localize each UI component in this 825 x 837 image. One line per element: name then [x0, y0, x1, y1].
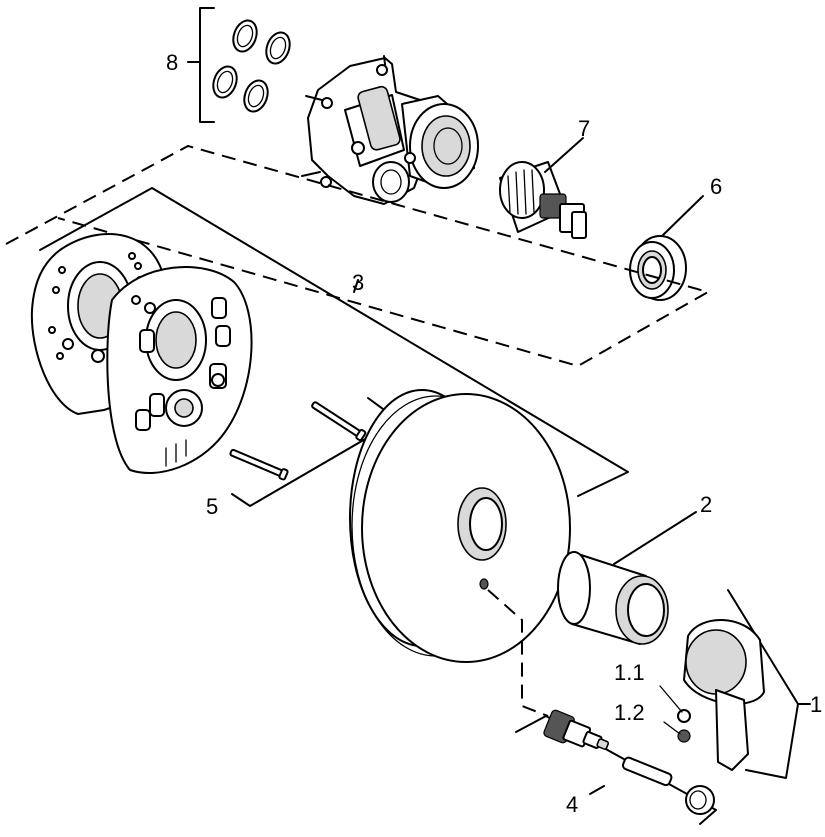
callout-1-1: 1.1 — [614, 660, 645, 685]
callout-7: 7 — [578, 116, 590, 141]
part-2-sleeve — [557, 511, 697, 645]
part-1-handle — [659, 589, 811, 779]
escutcheon-rosette — [349, 389, 571, 717]
callout-3: 3 — [352, 270, 364, 295]
callout-2: 2 — [700, 492, 712, 517]
valve-body — [301, 55, 479, 205]
part-7-cartridge — [499, 137, 587, 239]
callout-6: 6 — [710, 174, 722, 199]
callout-1-2: 1.2 — [614, 700, 645, 725]
callout-labels: 8 7 6 3 5 2 1.1 1.2 1 4 — [166, 50, 822, 817]
part-6-ring-nut — [629, 195, 704, 301]
callout-1: 1 — [810, 692, 822, 717]
dashed-group-bracket — [5, 144, 711, 368]
callout-8: 8 — [166, 50, 178, 75]
part-3-group-bracket — [39, 187, 629, 497]
part-8-o-rings — [187, 7, 291, 123]
callout-5: 5 — [206, 494, 218, 519]
part-4-diverter-set — [515, 709, 717, 825]
callout-4: 4 — [566, 792, 578, 817]
part-3-mounting-plates — [30, 233, 253, 474]
